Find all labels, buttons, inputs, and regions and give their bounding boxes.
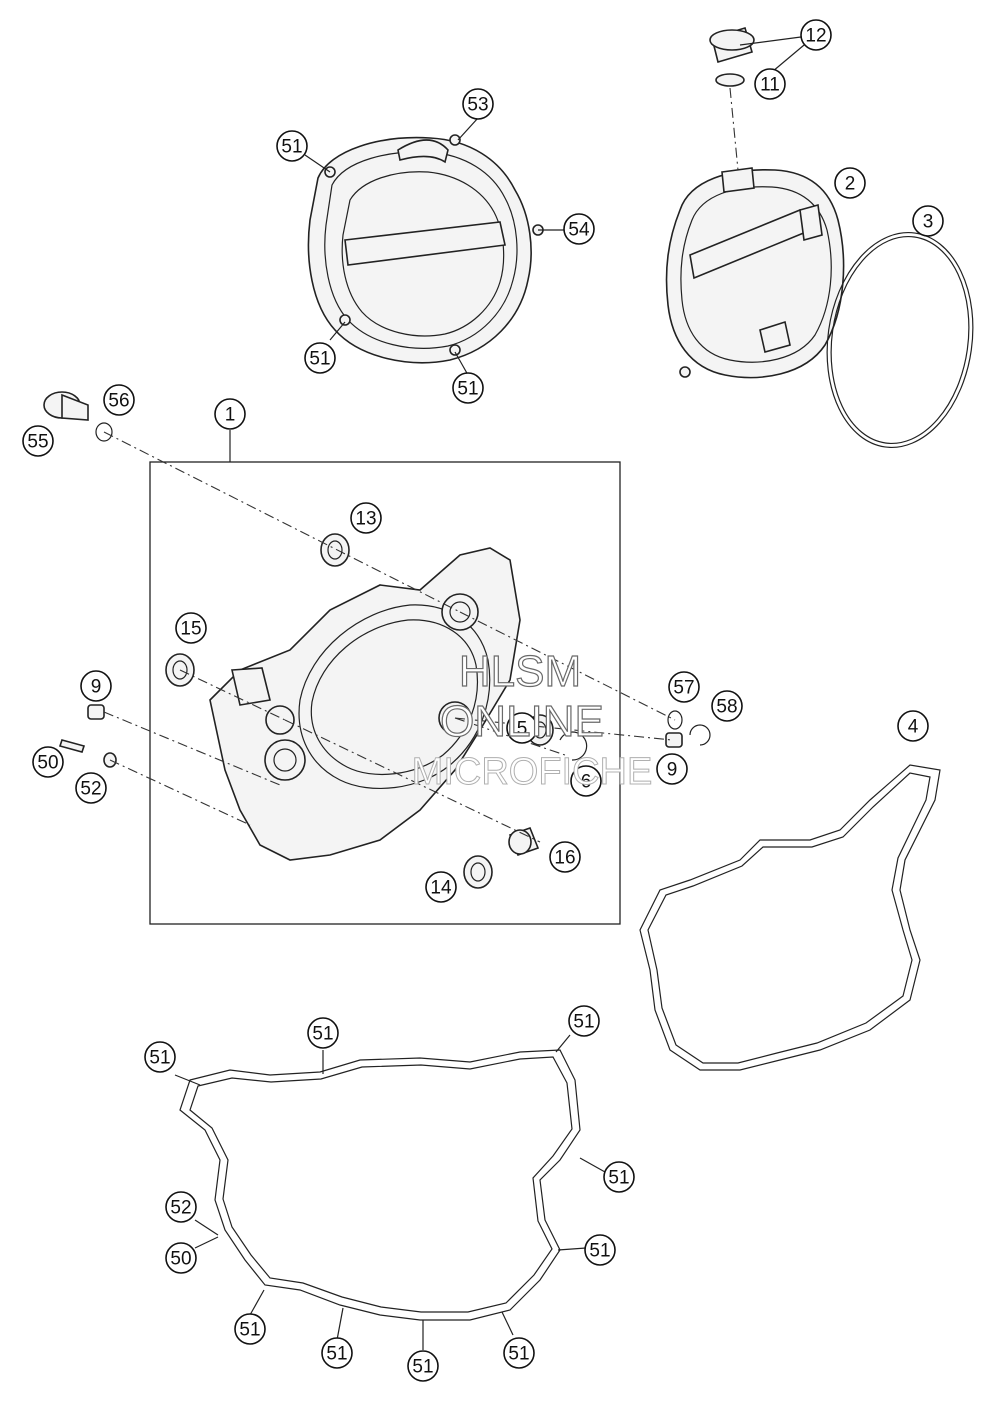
callout-58: 58 <box>711 690 743 722</box>
seal-ring-13 <box>320 533 350 567</box>
svg-text:2: 2 <box>845 174 856 195</box>
svg-text:14: 14 <box>430 878 452 899</box>
callout-51-j: 51 <box>321 1337 353 1369</box>
clutch-cover-gasket-large <box>179 1049 581 1321</box>
callout-6: 6 <box>570 765 602 797</box>
svg-text:52: 52 <box>80 779 101 800</box>
svg-text:4: 4 <box>908 717 919 738</box>
callout-51-f: 51 <box>568 1005 600 1037</box>
svg-text:9: 9 <box>91 677 102 698</box>
callout-52-upper: 52 <box>75 772 107 804</box>
callout-52-lower: 52 <box>165 1191 197 1223</box>
svg-text:ONLINE: ONLINE <box>440 697 604 746</box>
svg-text:MICROFICHE: MICROFICHE <box>412 751 653 793</box>
svg-text:3: 3 <box>923 212 934 233</box>
svg-text:16: 16 <box>554 848 575 869</box>
assembly-axis-lines <box>103 431 676 843</box>
watermark: HLSM ONLINE MICROFICHE <box>411 646 653 793</box>
svg-text:11: 11 <box>760 75 780 96</box>
callout-51-k: 51 <box>407 1350 439 1382</box>
callout-9-right: 9 <box>656 753 688 785</box>
callout-51-d: 51 <box>144 1041 176 1073</box>
svg-text:51: 51 <box>312 1024 333 1045</box>
svg-text:13: 13 <box>355 509 376 530</box>
svg-text:51: 51 <box>149 1048 170 1069</box>
svg-text:51: 51 <box>281 137 302 158</box>
clutch-cover-gasket-small <box>639 764 941 1071</box>
svg-text:51: 51 <box>326 1344 347 1365</box>
callout-4: 4 <box>897 710 929 742</box>
oil-filler-cap <box>709 26 755 171</box>
callout-9-left: 9 <box>80 670 112 702</box>
svg-text:51: 51 <box>412 1357 433 1378</box>
svg-text:51: 51 <box>589 1241 610 1262</box>
svg-text:15: 15 <box>180 619 201 640</box>
circlip-58 <box>689 724 711 746</box>
svg-text:50: 50 <box>170 1249 191 1270</box>
svg-text:52: 52 <box>170 1198 191 1219</box>
callout-51-g: 51 <box>603 1161 635 1193</box>
callout-51-c: 51 <box>452 372 484 404</box>
svg-text:57: 57 <box>673 678 694 699</box>
circlip-6 <box>559 731 588 761</box>
callout-51-b: 51 <box>304 342 336 374</box>
callout-1: 1 <box>214 398 246 430</box>
o-ring-56 <box>95 422 113 442</box>
svg-text:50: 50 <box>37 753 58 774</box>
callout-15: 15 <box>175 612 207 644</box>
needle-bearing-16 <box>508 826 540 857</box>
o-ring-large <box>826 231 974 449</box>
plug-55 <box>43 391 89 421</box>
dowel-9-left <box>87 704 105 720</box>
dowel-9-right <box>665 732 683 748</box>
svg-text:51: 51 <box>457 379 478 400</box>
svg-text:HLSM: HLSM <box>459 647 581 696</box>
callout-57: 57 <box>668 671 700 703</box>
svg-text:5: 5 <box>517 719 528 740</box>
inner-clutch-cover <box>665 167 845 379</box>
svg-text:51: 51 <box>239 1320 260 1341</box>
callout-12: 12 <box>800 19 832 51</box>
svg-text:9: 9 <box>667 760 678 781</box>
screw-50 <box>58 739 86 753</box>
assembly-frame <box>149 461 621 925</box>
callout-50-lower: 50 <box>165 1242 197 1274</box>
callout-13: 13 <box>350 502 382 534</box>
callout-51-e: 51 <box>307 1017 339 1049</box>
callout-3: 3 <box>912 205 944 237</box>
callout-56: 56 <box>103 384 135 416</box>
seal-ring-14 <box>463 855 493 889</box>
svg-text:6: 6 <box>581 772 592 793</box>
svg-text:56: 56 <box>108 391 129 412</box>
svg-text:58: 58 <box>716 697 737 718</box>
svg-text:55: 55 <box>27 432 48 453</box>
svg-text:54: 54 <box>568 220 590 241</box>
callout-51-h: 51 <box>584 1234 616 1266</box>
callout-55: 55 <box>22 425 54 457</box>
callout-50-upper: 50 <box>32 746 64 778</box>
svg-text:51: 51 <box>573 1012 594 1033</box>
outer-clutch-cover <box>307 134 544 364</box>
o-ring-57 <box>667 710 683 730</box>
callout-51-a: 51 <box>276 130 308 162</box>
svg-text:1: 1 <box>225 405 236 426</box>
svg-text:51: 51 <box>608 1168 629 1189</box>
callout-51-l: 51 <box>503 1337 535 1369</box>
callout-2: 2 <box>834 167 866 199</box>
callout-53: 53 <box>462 88 494 120</box>
svg-text:51: 51 <box>508 1344 529 1365</box>
callout-11: 11 <box>754 68 786 100</box>
callout-5: 5 <box>506 712 538 744</box>
callout-54: 54 <box>563 213 595 245</box>
callout-16: 16 <box>549 841 581 873</box>
svg-text:12: 12 <box>805 26 826 47</box>
svg-text:51: 51 <box>309 349 330 370</box>
callout-51-i: 51 <box>234 1313 266 1345</box>
callout-14: 14 <box>425 871 457 903</box>
svg-text:53: 53 <box>467 95 488 116</box>
